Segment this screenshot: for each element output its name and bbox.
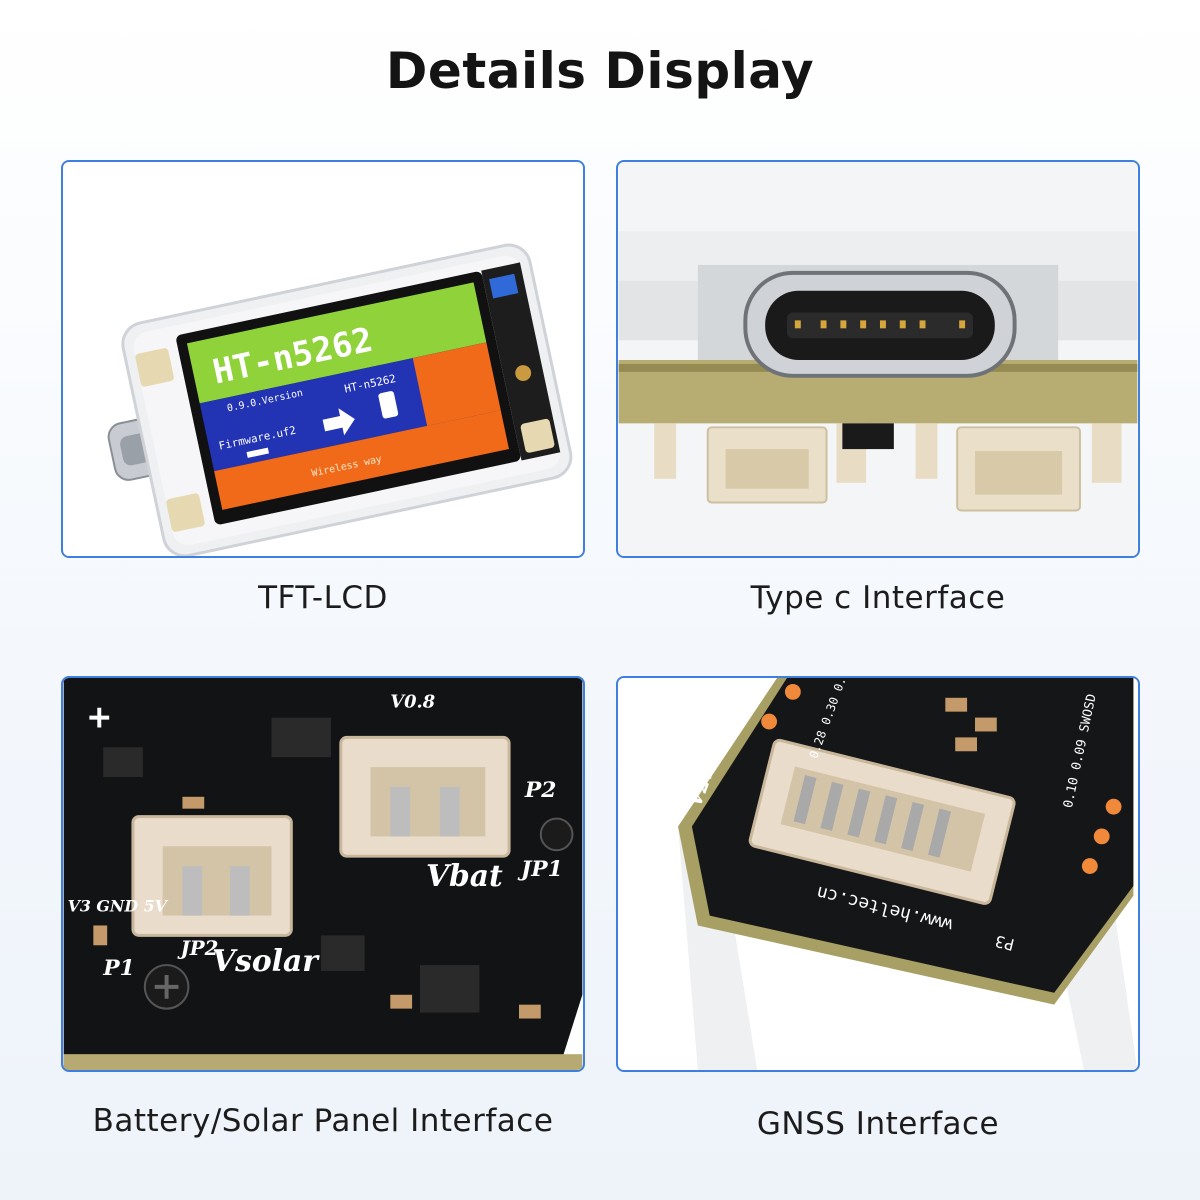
caption-type-c: Type c Interface bbox=[750, 580, 1006, 616]
silk-vsolar: Vsolar bbox=[212, 944, 320, 979]
caption-gnss: GNSS Interface bbox=[756, 1106, 1000, 1142]
silk-vbat: Vbat bbox=[426, 859, 503, 894]
battery-solar-board-illustration: P1 JP2 Vsolar Vbat JP1 P2 V3 GND 5V V0.8 bbox=[63, 678, 583, 1070]
silk-p1: P1 bbox=[102, 956, 135, 981]
tft-lcd-image: HT-n5262 0.9.0.Version Firmware.uf2 HT-n… bbox=[61, 160, 585, 558]
type-c-port-illustration bbox=[618, 162, 1138, 556]
type-c-image bbox=[616, 160, 1140, 558]
gnss-board-illustration: V2.0 www.heltec.cn P3 0.28 0.30 0.31 0.1… bbox=[618, 678, 1138, 1070]
screen-green-band bbox=[186, 282, 487, 404]
download-icon bbox=[246, 447, 270, 458]
battery-solar-image: P1 JP2 Vsolar Vbat JP1 P2 V3 GND 5V V0.8 bbox=[61, 676, 585, 1072]
usb-drive-icon bbox=[378, 391, 399, 419]
silk-gnd: V3 GND 5V bbox=[68, 897, 169, 916]
screen-orange-band bbox=[214, 410, 509, 510]
silk-jp1: JP1 bbox=[517, 857, 563, 882]
tft-lcd-device-illustration: HT-n5262 0.9.0.Version Firmware.uf2 HT-n… bbox=[63, 162, 583, 556]
silk-p3: P3 bbox=[993, 931, 1016, 954]
arrow-icon bbox=[322, 408, 355, 436]
gnss-image: V2.0 www.heltec.cn P3 0.28 0.30 0.31 0.1… bbox=[616, 676, 1140, 1072]
plus-mark bbox=[89, 707, 110, 728]
silk-v08: V0.8 bbox=[390, 692, 435, 713]
silk-p2: P2 bbox=[524, 778, 557, 803]
caption-tft-lcd: TFT-LCD bbox=[258, 580, 388, 616]
caption-battery-solar: Battery/Solar Panel Interface bbox=[92, 1103, 554, 1139]
page-title: Details Display bbox=[385, 42, 815, 100]
silk-jp2: JP2 bbox=[176, 936, 218, 960]
